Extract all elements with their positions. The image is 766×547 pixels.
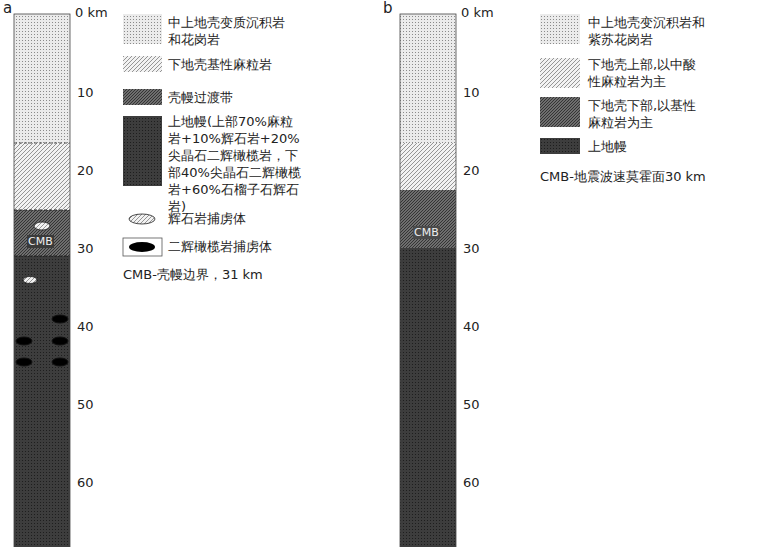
legend-text: 上地幔(上部70%麻粒岩+10%辉石岩+20%尖晶石二辉橄榄岩，下部40%尖晶石… [168,113,302,215]
legend-text: 下地壳基性麻粒岩 [168,56,308,73]
depth-number: 60 [77,474,94,491]
depth-number: 0 km [75,4,108,21]
legend-text: 二辉橄榄岩捕虏体 [168,238,308,255]
depth-number: 30 [77,240,94,257]
legend-text: 中上地壳变质沉积岩和花岗岩 [168,14,288,48]
cmb-label: CMB [27,235,54,248]
legend-text: 壳幔过渡带 [168,89,308,106]
depth-number: 10 [77,84,94,101]
column-a [14,14,70,547]
legend-samples-b [540,14,580,154]
legend-text: 上地幔 [588,138,706,155]
cmb-label: CMB [413,226,440,239]
legend-text: 中上地壳变沉积岩和紫苏花岗岩 [588,14,706,48]
legend-note: CMB-地震波速莫霍面30 km [540,168,706,185]
legend-note: CMB-壳幔边界，31 km [123,266,263,283]
depth-number: 10 [463,84,480,101]
legend-text: 下地壳上部,以中酸性麻粒岩为主 [588,56,706,90]
depth-number: 20 [77,162,94,179]
depth-number: 50 [77,396,94,413]
depth-number: 50 [463,396,480,413]
depth-number: 30 [463,240,480,257]
legend-text: 辉石岩捕虏体 [168,210,308,227]
legend-samples-a [123,14,162,256]
panel-letter: b [383,0,393,17]
panel-letter: a [3,0,12,17]
depth-number: 0 km [461,4,494,21]
depth-number: 60 [463,474,480,491]
legend-text: 下地壳下部,以基性麻粒岩为主 [588,97,706,131]
depth-number: 40 [463,318,480,335]
column-b [400,14,456,547]
depth-number: 20 [463,162,480,179]
depth-number: 40 [77,318,94,335]
